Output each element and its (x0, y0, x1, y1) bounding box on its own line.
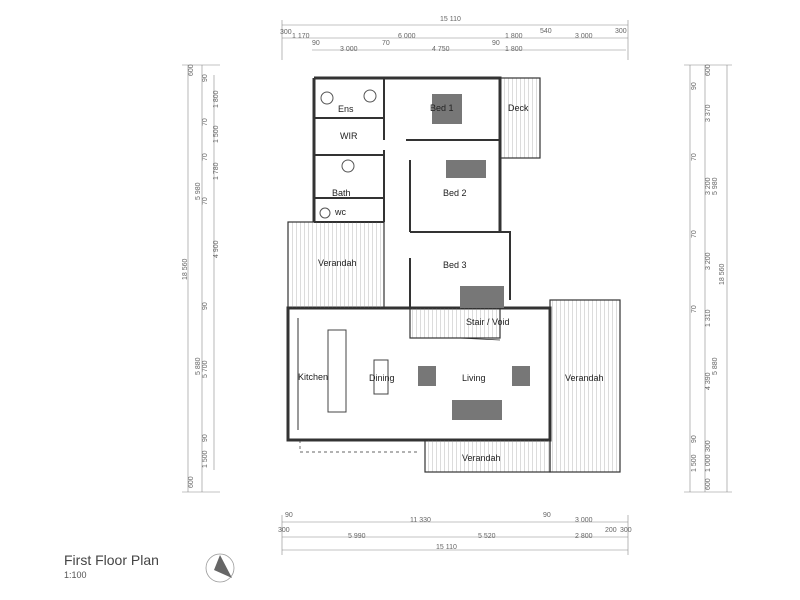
dim-right-m: 90 (691, 435, 698, 443)
dim-bot2-d: 2 800 (575, 533, 593, 540)
dim-left-l: 5 880 (195, 357, 202, 375)
room-ens: Ens (338, 104, 354, 114)
walls (286, 76, 621, 473)
dim-bot-d: 3 000 (575, 517, 593, 524)
dim-top-a: 300 (280, 29, 292, 36)
room-deck: Deck (508, 103, 529, 113)
room-dining: Dining (369, 373, 395, 383)
dim-left-o: 1 500 (202, 450, 209, 468)
room-verandah-left: Verandah (318, 258, 357, 268)
dim-top2-b: 3 000 (340, 46, 358, 53)
dim-left-f: 70 (202, 153, 209, 161)
dim-right-total: 18 560 (719, 263, 726, 285)
dim-left-h: 5 980 (195, 182, 202, 200)
room-kitchen: Kitchen (298, 372, 328, 382)
dim-bot2-b: 5 990 (348, 533, 366, 540)
room-bed2: Bed 2 (443, 188, 467, 198)
dim-top2-a: 90 (312, 40, 320, 47)
dim-right-i: 70 (691, 305, 698, 313)
dim-bot2-e: 200 (605, 527, 617, 534)
dim-left-j: 4 900 (213, 240, 220, 258)
room-bed1: Bed 1 (430, 103, 454, 113)
dim-top2-c: 70 (382, 40, 390, 47)
dim-bot-a: 90 (285, 512, 293, 519)
dim-left-k: 90 (202, 302, 209, 310)
dim-bot-c: 90 (543, 512, 551, 519)
dim-left-total: 18 560 (182, 258, 189, 280)
dim-bot2-a: 300 (278, 527, 290, 534)
dim-left-g: 1 780 (213, 162, 220, 180)
dim-right-f: 5 980 (712, 177, 719, 195)
dim-top-e: 540 (540, 28, 552, 35)
dim-top2-e: 90 (492, 40, 500, 47)
north-arrow-icon (205, 553, 235, 583)
dim-right-e: 3 200 (705, 177, 712, 195)
dim-right-g: 70 (691, 230, 698, 238)
dim-top-d: 1 800 (505, 33, 523, 40)
dim-left-d: 70 (202, 118, 209, 126)
dim-right-c: 3 370 (705, 104, 712, 122)
dim-left-c: 1 800 (213, 90, 220, 108)
plan-title: First Floor Plan (64, 552, 159, 568)
dim-right-j: 1 310 (705, 309, 712, 327)
dim-top-c: 6 000 (398, 33, 416, 40)
dim-bot2-c: 5 520 (478, 533, 496, 540)
dim-top-f: 3 000 (575, 33, 593, 40)
room-wc: wc (334, 207, 346, 217)
dim-right-n: 300 (705, 440, 712, 452)
dim-left-a: 600 (188, 64, 195, 76)
dim-bot2-f: 300 (620, 527, 632, 534)
dim-right-d: 70 (691, 153, 698, 161)
dim-right-k: 5 880 (712, 357, 719, 375)
room-bed3: Bed 3 (443, 260, 467, 270)
dim-bot-b: 11 330 (410, 517, 431, 524)
dim-left-n: 90 (202, 434, 209, 442)
dim-top-total: 15 110 (440, 16, 461, 23)
room-wir: WIR (340, 131, 358, 141)
room-living: Living (462, 373, 486, 383)
dim-right-p: 1 000 (705, 454, 712, 472)
right-dimensions (684, 64, 732, 493)
dim-bot-total: 15 110 (436, 544, 457, 551)
dim-left-e: 1 500 (213, 125, 220, 143)
left-dimensions (182, 64, 220, 493)
dim-left-p: 600 (188, 476, 195, 488)
room-verandah-right: Verandah (565, 373, 604, 383)
dim-top2-f: 1 800 (505, 46, 523, 53)
top-dimensions (281, 20, 629, 60)
dim-right-a: 600 (705, 64, 712, 76)
dim-right-h: 3 200 (705, 252, 712, 270)
dim-left-b: 90 (202, 74, 209, 82)
dim-top-b: 1 170 (292, 33, 310, 40)
dim-right-l: 4 390 (705, 372, 712, 390)
room-verandah-bottom: Verandah (462, 453, 501, 463)
dim-left-m: 5 700 (202, 360, 209, 378)
dim-left-i: 70 (202, 197, 209, 205)
room-bath: Bath (332, 188, 351, 198)
plan-scale: 1:100 (64, 570, 87, 580)
room-stair-void: Stair / Void (466, 317, 510, 327)
dim-right-o: 1 500 (691, 454, 698, 472)
bottom-dimensions (281, 515, 629, 555)
furniture (319, 89, 530, 420)
dim-top-g: 300 (615, 28, 627, 35)
dim-top2-d: 4 750 (432, 46, 450, 53)
dim-right-q: 600 (705, 478, 712, 490)
dim-right-b: 90 (691, 82, 698, 90)
